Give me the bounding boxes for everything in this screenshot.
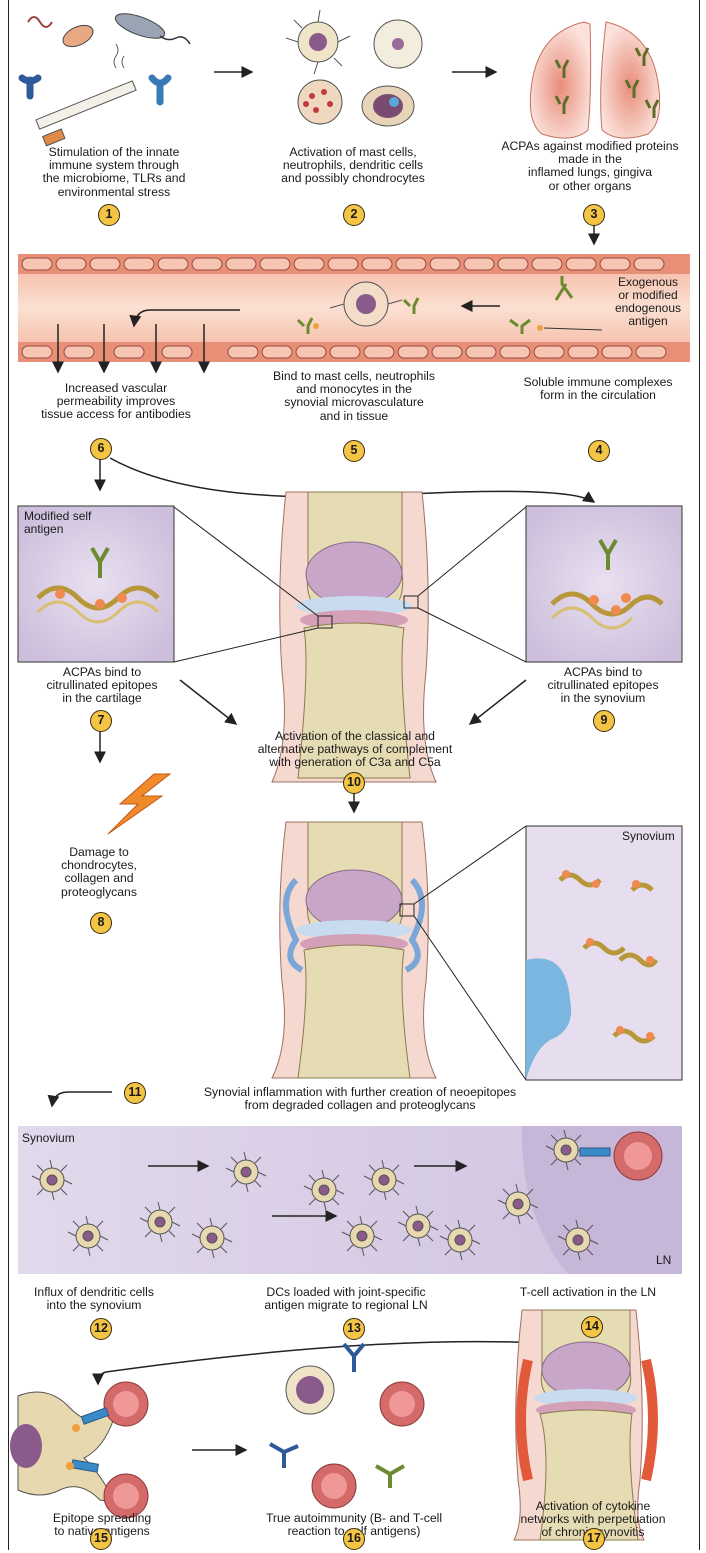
step-10-badge: 10 bbox=[343, 772, 365, 794]
step-11-badge: 11 bbox=[124, 1082, 146, 1104]
ln-label: LN bbox=[656, 1254, 680, 1267]
step-8-caption: Damage to chondrocytes, collagen and pro… bbox=[34, 846, 164, 899]
step-7-badge: 7 bbox=[90, 710, 112, 732]
step-10-caption: Activation of the classical and alternat… bbox=[214, 730, 496, 770]
step-15-badge: 15 bbox=[90, 1528, 112, 1550]
immune-cells-illustration bbox=[286, 10, 422, 126]
step-6-caption: Increased vascular permeability improves… bbox=[10, 382, 222, 422]
step-7-caption: ACPAs bind to citrullinated epitopes in … bbox=[20, 666, 184, 706]
step-12-caption: Influx of dendritic cells into the synov… bbox=[14, 1286, 174, 1312]
step-1-badge: 1 bbox=[98, 204, 120, 226]
modified-self-antigen-label: Modified self antigen bbox=[24, 510, 134, 536]
step-9-badge: 9 bbox=[593, 710, 615, 732]
autoimmunity-illustration bbox=[270, 1344, 424, 1508]
step-12-badge: 12 bbox=[90, 1318, 112, 1340]
step-3-badge: 3 bbox=[583, 204, 605, 226]
step-9-caption: ACPAs bind to citrullinated epitopes in … bbox=[518, 666, 688, 706]
lungs-illustration bbox=[530, 22, 659, 138]
step-2-caption: Activation of mast cells, neutrophils, d… bbox=[248, 146, 458, 186]
step-5-badge: 5 bbox=[343, 440, 365, 462]
knee-joint-2 bbox=[272, 822, 436, 1078]
lightning-icon bbox=[108, 774, 170, 834]
step-6-badge: 6 bbox=[90, 438, 112, 460]
step-13-caption: DCs loaded with joint-specific antigen m… bbox=[236, 1286, 456, 1312]
synovium-band-label: Synovium bbox=[22, 1132, 102, 1145]
step-8-badge: 8 bbox=[90, 912, 112, 934]
step-14-badge: 14 bbox=[581, 1316, 603, 1338]
step-17-badge: 17 bbox=[583, 1528, 605, 1550]
step-4-badge: 4 bbox=[588, 440, 610, 462]
step-11-caption: Synovial inflammation with further creat… bbox=[150, 1086, 570, 1112]
epitope-spreading-illustration bbox=[10, 1382, 148, 1518]
synovium-inset-bottom bbox=[526, 826, 682, 1080]
step-4-caption: Soluble immune complexes form in the cir… bbox=[498, 376, 698, 402]
synovium-inset-label: Synovium bbox=[622, 830, 682, 843]
step-1-caption: Stimulation of the innate immune system … bbox=[10, 146, 218, 199]
exogenous-antigen-label: Exogenous or modified endogenous antigen bbox=[606, 276, 690, 328]
step-2-badge: 2 bbox=[343, 204, 365, 226]
blood-vessel-illustration bbox=[18, 254, 690, 362]
step-16-badge: 16 bbox=[343, 1528, 365, 1550]
synovium-inset-top bbox=[526, 506, 682, 662]
step-5-caption: Bind to mast cells, neutrophils and mono… bbox=[248, 370, 460, 423]
step-14-caption: T-cell activation in the LN bbox=[488, 1286, 688, 1299]
step-13-badge: 13 bbox=[343, 1318, 365, 1340]
step-3-caption: ACPAs against modified proteins made in … bbox=[478, 140, 702, 193]
microbiome-icons bbox=[22, 9, 190, 146]
